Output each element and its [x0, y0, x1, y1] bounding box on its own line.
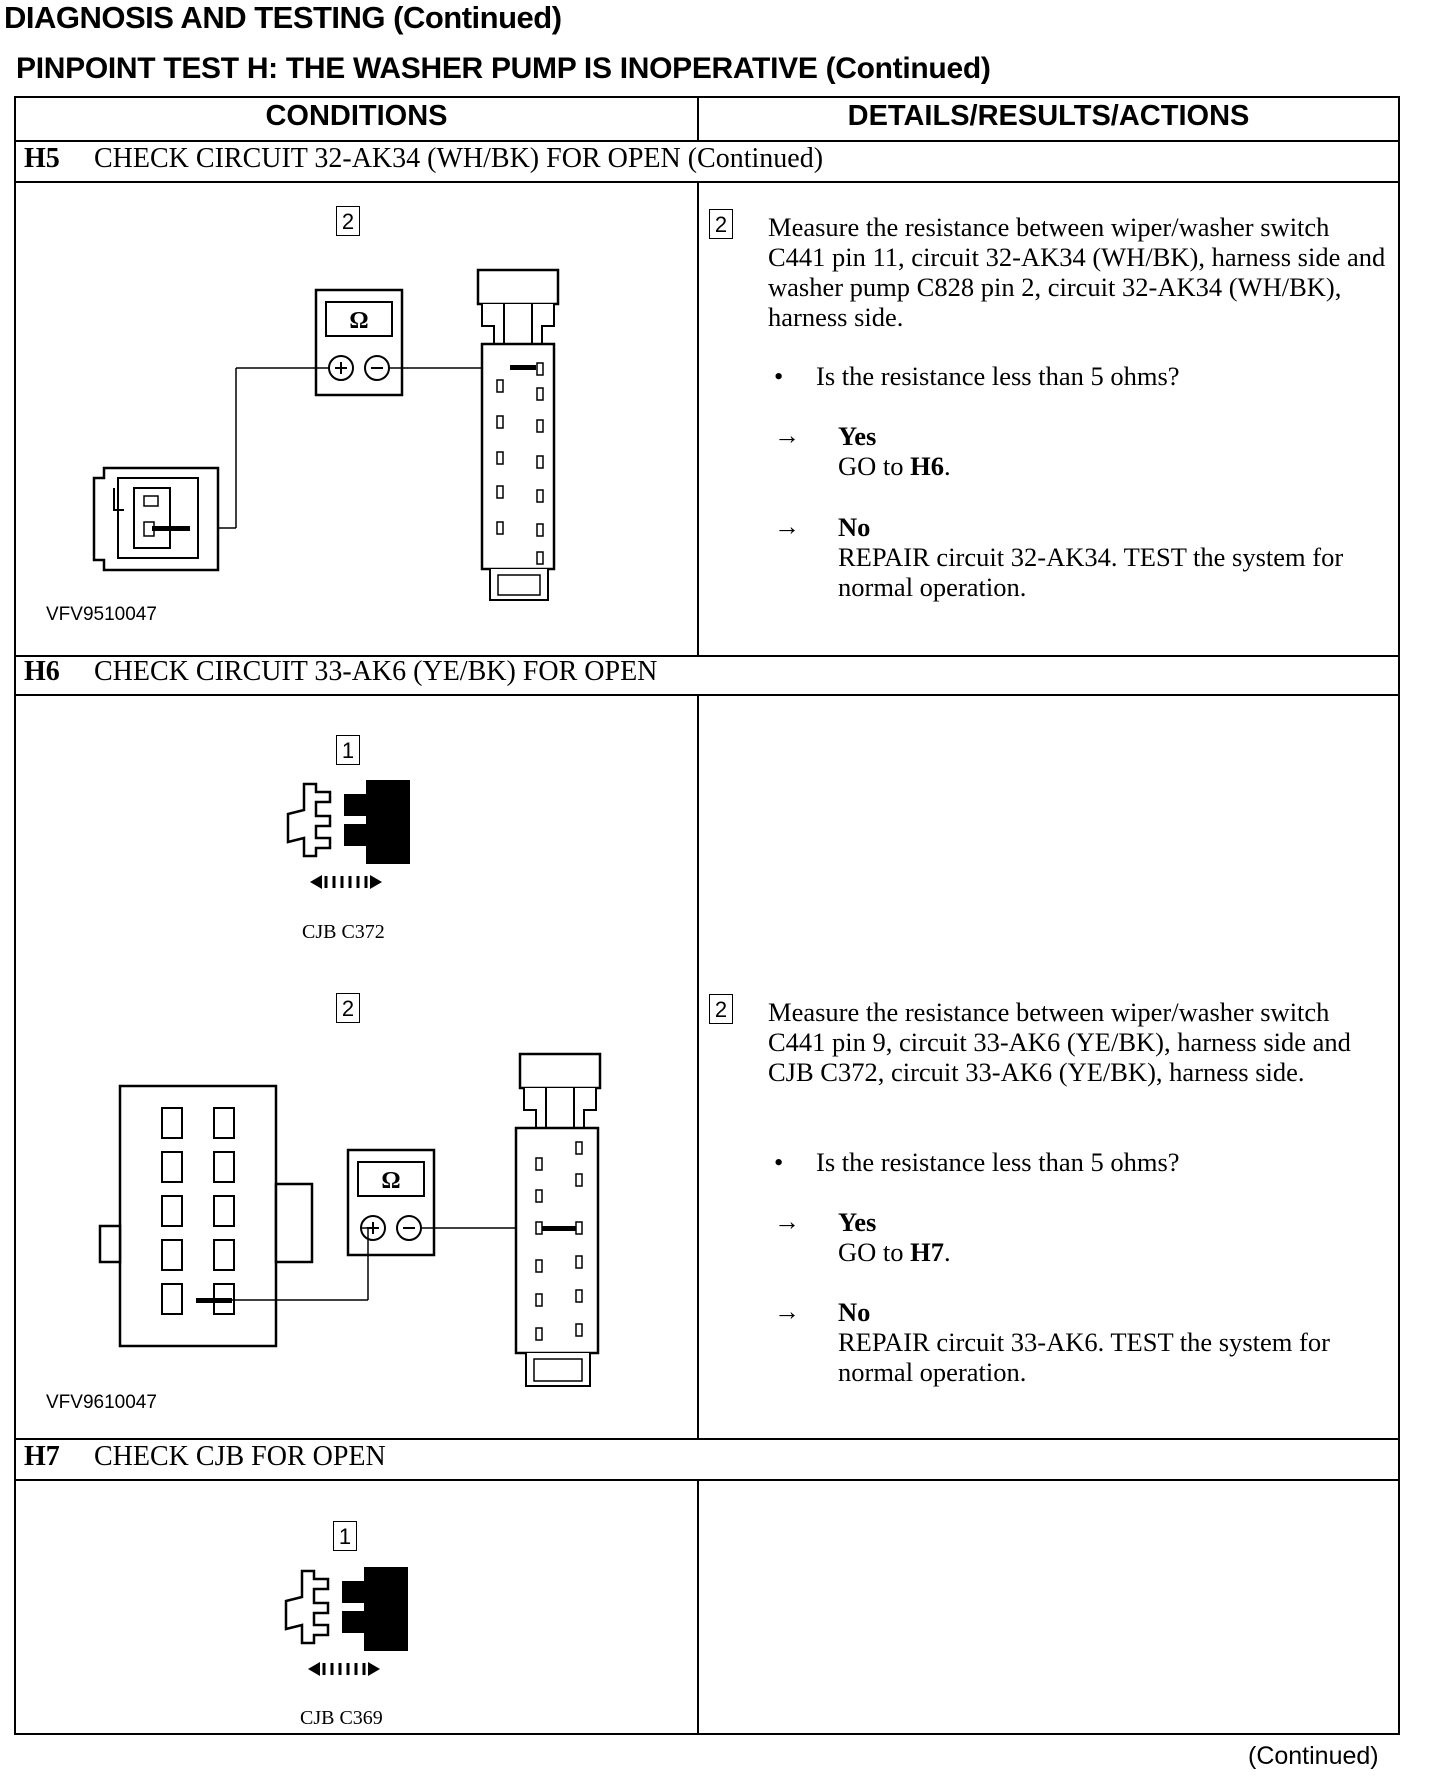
arrow-icon: →	[774, 1207, 800, 1236]
yes-action-prefix: GO to	[838, 1237, 911, 1267]
step-h5-header: H5 CHECK CIRCUIT 32-AK34 (WH/BK) FOR OPEN…	[24, 143, 823, 175]
figure-step-number: 1	[333, 1521, 357, 1551]
figure-id: VFV9510047	[46, 604, 157, 625]
yes-target-link[interactable]: H6	[910, 451, 945, 481]
question-text: Is the resistance less than 5 ohms?	[816, 361, 1180, 391]
yes-action-prefix: GO to	[838, 451, 911, 481]
no-action: REPAIR circuit 33-AK6. TEST the system f…	[838, 1327, 1330, 1387]
no-label: No	[838, 512, 871, 542]
arrow-icon: →	[774, 512, 800, 541]
arrow-icon: →	[774, 1297, 800, 1326]
action-text: Measure the resistance between wiper/was…	[768, 997, 1351, 1087]
yes-label: Yes	[838, 1207, 877, 1237]
step-h7-id: H7	[24, 1441, 60, 1472]
ohmmeter-icon: Ω	[346, 1148, 436, 1257]
ohm-symbol: Ω	[381, 1168, 400, 1194]
arrow-icon: →	[774, 421, 800, 450]
switch-connector-icon	[514, 1052, 602, 1387]
connector-caption: CJB C369	[300, 1707, 383, 1729]
column-header-details: DETAILS/RESULTS/ACTIONS	[847, 100, 1250, 132]
yes-result: Yes GO to H7.	[838, 1207, 951, 1267]
step-h7-header: H7 CHECK CJB FOR OPEN	[24, 1441, 386, 1473]
no-label: No	[838, 1297, 871, 1327]
yes-label: Yes	[838, 421, 877, 451]
action-text: Measure the resistance between wiper/was…	[768, 212, 1386, 332]
bullet-icon: •	[774, 361, 784, 391]
no-action: REPAIR circuit 32-AK34. TEST the system …	[838, 542, 1344, 602]
figure-id: VFV9610047	[46, 1392, 157, 1413]
ohmmeter-icon: Ω	[314, 288, 404, 397]
no-result: No REPAIR circuit 32-AK34. TEST the syst…	[838, 512, 1398, 602]
column-header-conditions: CONDITIONS	[265, 100, 448, 132]
washer-pump-connector-icon	[92, 466, 220, 572]
figure-step-number: 1	[336, 735, 360, 765]
step-h5-id: H5	[24, 143, 60, 174]
ohm-symbol: Ω	[349, 308, 368, 334]
question-text: Is the resistance less than 5 ohms?	[816, 1147, 1180, 1177]
step-h6-title: CHECK CIRCUIT 33-AK6 (YE/BK) FOR OPEN	[94, 656, 658, 687]
step-h7-title: CHECK CJB FOR OPEN	[94, 1441, 386, 1472]
figure-step-number: 2	[336, 993, 360, 1023]
no-result: No REPAIR circuit 33-AK6. TEST the syste…	[838, 1297, 1398, 1387]
connector-caption: CJB C372	[302, 921, 385, 943]
pinpoint-test-title: PINPOINT TEST H: THE WASHER PUMP IS INOP…	[16, 52, 991, 85]
page-title: DIAGNOSIS AND TESTING (Continued)	[4, 0, 562, 35]
cjb-connector-icon	[98, 1084, 314, 1348]
action-step-number: 2	[709, 994, 733, 1024]
bullet-icon: •	[774, 1147, 784, 1177]
step-h6-header: H6 CHECK CIRCUIT 33-AK6 (YE/BK) FOR OPEN	[24, 656, 657, 688]
figure-step-number: 2	[336, 206, 360, 236]
yes-result: Yes GO to H6.	[838, 421, 951, 481]
h5-resistance-diagram: Ω	[92, 268, 560, 601]
step-h6-id: H6	[24, 656, 60, 687]
step-h5-title: CHECK CIRCUIT 32-AK34 (WH/BK) FOR OPEN (…	[94, 143, 824, 174]
switch-connector-icon	[476, 268, 560, 601]
action-step-number: 2	[709, 209, 733, 239]
disconnect-connector-icon	[286, 780, 410, 889]
yes-target-link[interactable]: H7	[910, 1237, 945, 1267]
disconnect-connector-icon	[284, 1567, 408, 1676]
continued-footer: (Continued)	[1248, 1742, 1379, 1770]
h6-resistance-diagram: Ω	[98, 1052, 602, 1387]
